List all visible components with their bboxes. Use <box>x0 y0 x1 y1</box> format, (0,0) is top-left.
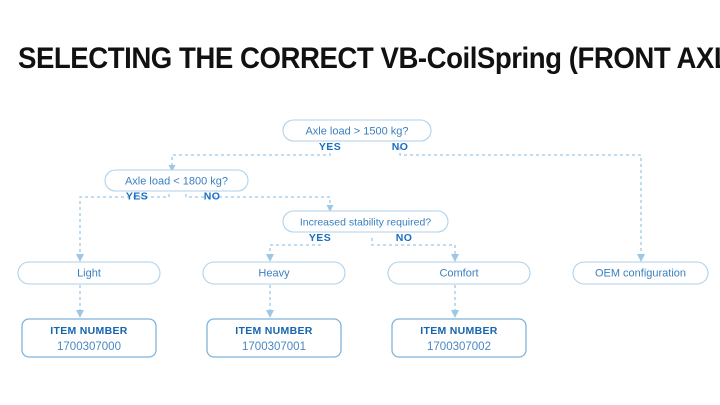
decision-2-yes-label: YES <box>126 190 148 202</box>
result-comfort-pill[interactable] <box>387 261 531 285</box>
decision-node-increased-stability[interactable]: Increased stability required? <box>282 210 449 233</box>
result-heavy-pill[interactable] <box>202 261 346 285</box>
decision-3-question: Increased stability required? <box>300 216 431 228</box>
connector-d3-yes <box>269 238 321 256</box>
decision-1-yes-label: YES <box>319 141 341 153</box>
item-number-box-light[interactable]: ITEM NUMBER 1700307000 <box>21 318 157 358</box>
item-box-3-value: 1700307002 <box>427 341 491 353</box>
item-box-3-caption: ITEM NUMBER <box>420 325 497 337</box>
result-light-label: Light <box>77 267 101 279</box>
connector-layer <box>76 147 645 318</box>
arrowhead-d3-no <box>451 254 459 262</box>
decision-node-axle-load-1800[interactable]: Axle load < 1800 kg? <box>104 169 249 192</box>
item-box-1-caption: ITEM NUMBER <box>50 325 127 337</box>
connector-d2-no <box>185 188 331 208</box>
connector-d3-no <box>371 238 456 256</box>
arrowhead-d3-yes <box>266 254 274 262</box>
result-node-oem-configuration[interactable]: OEM configuration <box>572 261 709 285</box>
item-box-2-frame[interactable] <box>206 318 342 358</box>
arrowhead-d1-no <box>637 254 645 262</box>
decision-3-no-label: NO <box>396 232 413 244</box>
connector-d1-yes <box>171 147 331 168</box>
page-title: SELECTING THE CORRECT VB-CoilSpring (FRO… <box>18 42 720 75</box>
item-number-box-comfort[interactable]: ITEM NUMBER 1700307002 <box>391 318 527 358</box>
arrowhead-d1-yes <box>168 165 176 172</box>
item-box-1-frame[interactable] <box>21 318 157 358</box>
arrowhead-heavy-to-item <box>266 310 274 318</box>
decision-2-question: Axle load < 1800 kg? <box>125 175 228 187</box>
result-comfort-label: Comfort <box>439 267 478 279</box>
arrowhead-d2-no <box>326 205 334 212</box>
result-oem-pill[interactable] <box>572 261 709 285</box>
decision-3-pill[interactable] <box>282 210 449 233</box>
result-node-light[interactable]: Light <box>17 261 161 285</box>
arrowhead-d2-yes <box>76 254 84 262</box>
item-box-1-value: 1700307000 <box>57 341 121 353</box>
arrowhead-light-to-item <box>76 310 84 318</box>
arrowhead-comfort-to-item <box>451 310 459 318</box>
result-oem-label: OEM configuration <box>595 267 686 279</box>
result-heavy-label: Heavy <box>258 267 290 279</box>
connector-d2-yes <box>79 188 170 256</box>
result-light-pill[interactable] <box>17 261 161 285</box>
connector-d1-no <box>399 147 642 256</box>
item-box-2-caption: ITEM NUMBER <box>235 325 312 337</box>
decision-node-axle-load-1500[interactable]: Axle load > 1500 kg? <box>282 119 432 142</box>
decision-1-question: Axle load > 1500 kg? <box>305 125 408 137</box>
item-number-box-heavy[interactable]: ITEM NUMBER 1700307001 <box>206 318 342 358</box>
decision-1-pill[interactable] <box>282 119 432 142</box>
result-node-heavy[interactable]: Heavy <box>202 261 346 285</box>
decision-1-no-label: NO <box>392 141 409 153</box>
result-node-comfort[interactable]: Comfort <box>387 261 531 285</box>
decision-2-pill[interactable] <box>104 169 249 192</box>
item-box-3-frame[interactable] <box>391 318 527 358</box>
decision-2-no-label: NO <box>204 190 221 202</box>
item-box-2-value: 1700307001 <box>242 341 306 353</box>
decision-3-yes-label: YES <box>309 232 331 244</box>
